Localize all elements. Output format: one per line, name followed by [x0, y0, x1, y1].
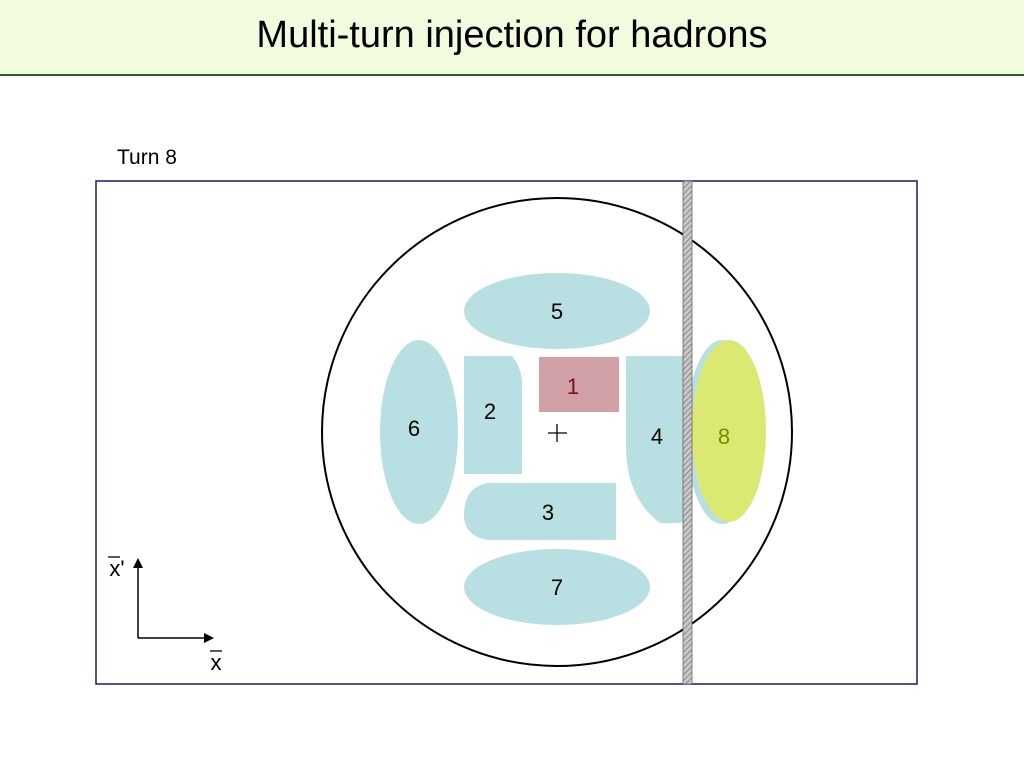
beamlet-8	[692, 340, 766, 522]
title-bar: Multi-turn injection for hadrons	[0, 0, 1024, 76]
x-axis-label: x	[211, 650, 222, 675]
turn-label: Turn 8	[117, 146, 177, 169]
beamlet-label-7: 7	[551, 575, 563, 600]
beamlet-label-2: 2	[484, 399, 496, 424]
beamlet-2	[464, 356, 522, 474]
beamlet-3	[464, 483, 616, 540]
acceptance-ellipse	[321, 197, 793, 667]
beamlet-6	[380, 340, 458, 524]
beamlet-label-1: 1	[567, 374, 579, 399]
beamlet-7	[464, 549, 650, 625]
xp-axis-arrow-icon	[133, 558, 143, 568]
page-title: Multi-turn injection for hadrons	[256, 14, 768, 56]
septum-blade	[682, 180, 693, 685]
beamlet-label-6: 6	[408, 416, 420, 441]
beamlet-label-8: 8	[718, 424, 730, 449]
axes-indicator	[137, 566, 206, 639]
beamlet-1	[539, 357, 619, 412]
plus-icon	[548, 424, 567, 442]
beamlet-4	[626, 356, 686, 524]
beamlet-label-4: 4	[651, 424, 663, 449]
beamlet-label-3: 3	[542, 500, 554, 525]
xp-axis-label: x'	[109, 556, 124, 581]
beamlet-label-5: 5	[551, 299, 563, 324]
x-axis-arrow-icon	[204, 633, 214, 643]
beamlet-5	[464, 273, 650, 349]
